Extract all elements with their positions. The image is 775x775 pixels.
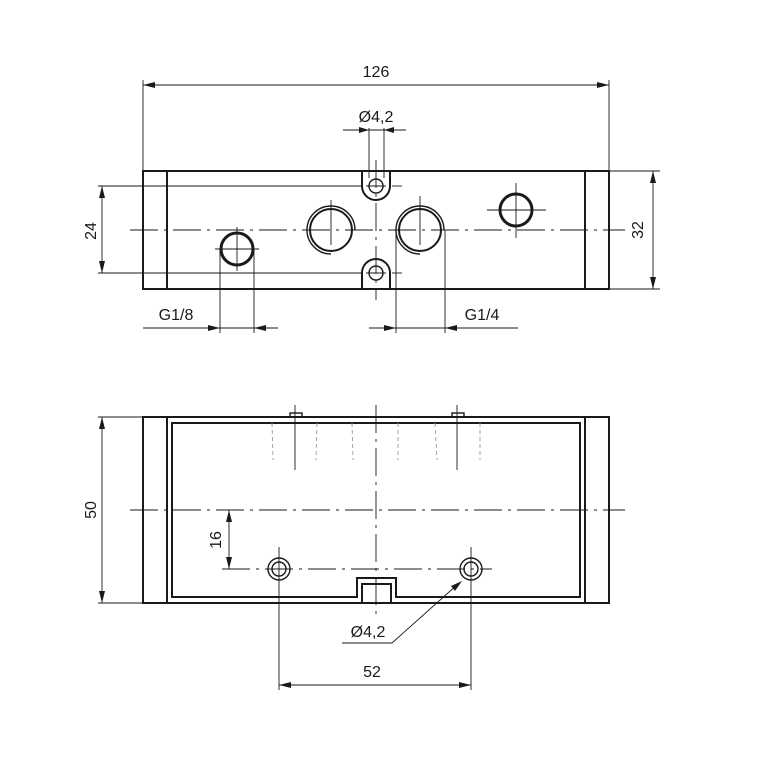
front-view: 50 16 Ø4,2 52 <box>83 405 625 690</box>
hidden-port-bores <box>271 422 481 461</box>
notch-inner <box>361 583 392 603</box>
dim-label-52: 52 <box>363 664 381 681</box>
leader-line <box>391 583 459 644</box>
dim-label-g18: G1/8 <box>159 307 194 324</box>
dim-label-g14: G1/4 <box>465 307 500 324</box>
mounting-slot-bottom <box>361 258 391 289</box>
inner-cavity-outline <box>171 422 581 598</box>
dim-label-32: 32 <box>630 221 647 239</box>
dim-label-16: 16 <box>208 531 225 549</box>
dim-label-24: 24 <box>83 222 100 240</box>
mounting-hole-right <box>459 547 483 690</box>
dim-label-hole-diameter: Ø4,2 <box>351 624 386 641</box>
top-boss-right <box>451 412 465 418</box>
dim-label-126: 126 <box>363 64 390 81</box>
port-g18-left <box>215 227 259 271</box>
port-g18-right <box>487 183 546 238</box>
dim-label-50: 50 <box>83 501 100 519</box>
mounting-slot-top <box>361 171 391 201</box>
top-boss-left <box>289 412 303 418</box>
mounting-hole-left <box>267 547 291 690</box>
port-g14-left <box>306 200 356 255</box>
top-view: 126 Ø4,2 24 32 G1/8 G1/4 <box>83 64 660 333</box>
dim-label-slot-diameter: Ø4,2 <box>359 109 394 126</box>
port-g14-right <box>395 196 445 255</box>
